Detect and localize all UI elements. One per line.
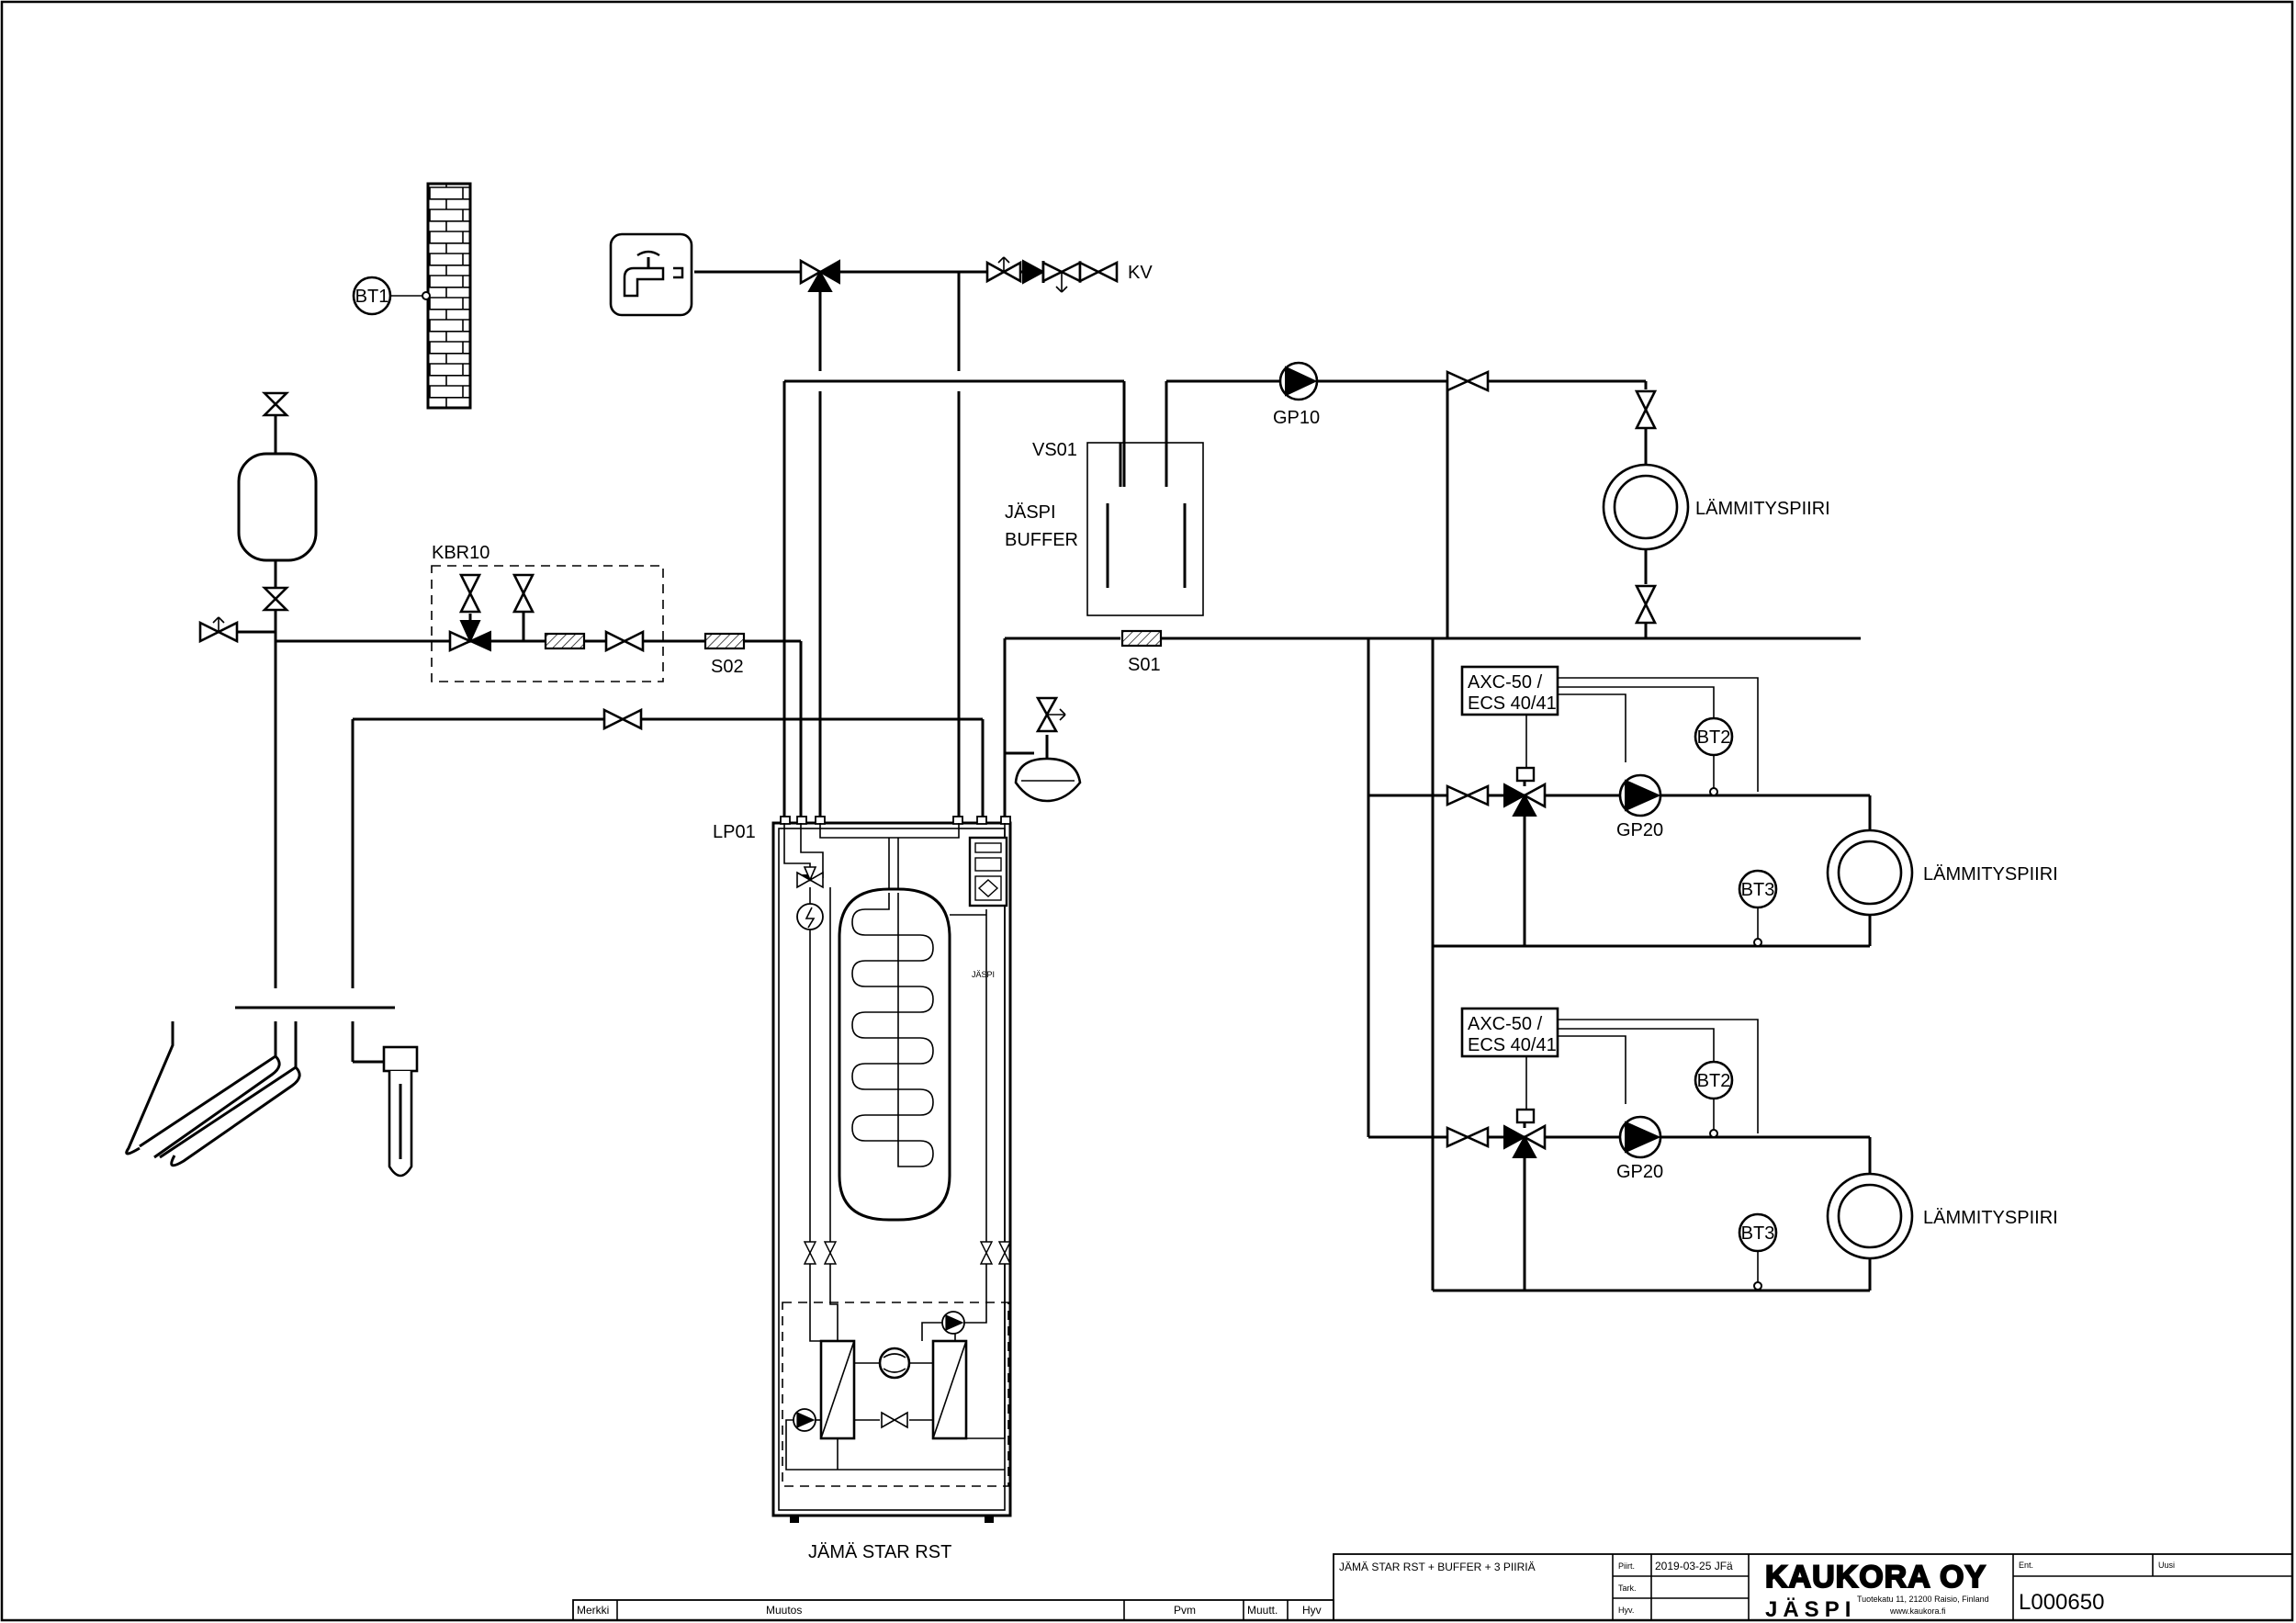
- brine-safety-valve: [198, 616, 239, 644]
- refrigerant-circuit: [785, 1264, 1006, 1471]
- dhw-tank: [838, 887, 986, 1222]
- rev-muutos: Muutos: [766, 1604, 802, 1617]
- hyv-label: Hyv.: [1618, 1606, 1634, 1615]
- drawing-number: L000650: [2019, 1590, 2104, 1615]
- kv-label: KV: [1128, 263, 1153, 283]
- brand-logo: JÄSPI: [1765, 1597, 1856, 1622]
- unit-brand-label: JÄSPI: [972, 970, 995, 979]
- circuit1-valve-bottom: [1634, 584, 1658, 625]
- heating-circuit-2-label: LÄMMITYSPIIRI: [1923, 864, 2058, 885]
- controller-3-line1: AXC-50 /: [1468, 1014, 1543, 1034]
- kbr10-fill-valve: [448, 573, 645, 653]
- rev-muutt: Muutt.: [1247, 1604, 1277, 1617]
- gp10-label: GP10: [1273, 408, 1320, 428]
- tap-icon: [609, 232, 693, 317]
- circuit3-shutoff-valve: [1446, 1125, 1490, 1149]
- buffer-label-2: BUFFER: [1005, 530, 1078, 550]
- s01-label: S01: [1128, 655, 1161, 675]
- vs01-label: VS01: [1032, 440, 1077, 460]
- outdoor-wall: [426, 182, 472, 410]
- unit-control-panel: [968, 836, 1008, 907]
- pump-gp20-circuit2: [1618, 773, 1662, 817]
- kbr10-group: [431, 565, 664, 682]
- controller-2: AXC-50 / ECS 40/41: [1460, 665, 1559, 716]
- circuit2-shutoff-valve: [1446, 783, 1490, 807]
- rev-merkki: Merkki: [577, 1604, 609, 1617]
- date-author: 2019-03-25 JFä: [1655, 1560, 1733, 1572]
- heating-circuit-1-label: LÄMMITYSPIIRI: [1695, 499, 1830, 519]
- dhw-mixing-valve: [799, 258, 840, 292]
- pump-gp20-circuit3: [1618, 1115, 1662, 1159]
- revision-table: Merkki Muutos Pvm Muutt. Hyv: [572, 1599, 1334, 1621]
- title-block: JÄMÄ STAR RST + BUFFER + 3 PIIRIÄ Piirt.…: [1333, 1553, 2293, 1622]
- heating-expansion-vessel: [1005, 696, 1082, 803]
- rev-pvm: Pvm: [1174, 1604, 1196, 1617]
- heating-circuit-3: [1826, 1172, 1914, 1260]
- uusi-label: Uusi: [2158, 1561, 2175, 1570]
- heating-circuit-2: [1826, 828, 1914, 917]
- drawing-title: JÄMÄ STAR RST + BUFFER + 3 PIIRIÄ: [1339, 1561, 1536, 1573]
- strainer-s01: [1120, 629, 1163, 648]
- controller-3: AXC-50 / ECS 40/41: [1460, 1007, 1559, 1058]
- heating-circuit-3-label: LÄMMITYSPIIRI: [1923, 1208, 2058, 1228]
- strainer-s02: [703, 632, 746, 650]
- pump-gp10: [1278, 361, 1319, 401]
- unit-name-label: JÄMÄ STAR RST: [808, 1542, 951, 1562]
- rev-hyv: Hyv: [1302, 1604, 1322, 1617]
- bt2-circuit2: BT2: [1694, 716, 1734, 757]
- brine-shutoff-valve: [602, 707, 643, 731]
- controller-3-line2: ECS 40/41: [1468, 1035, 1557, 1055]
- ground-probe: [351, 1021, 419, 1178]
- circuit2-mixing-valve: [1503, 766, 1547, 817]
- buffer-label-1: JÄSPI: [1005, 502, 1056, 523]
- s02-label: S02: [711, 657, 744, 677]
- tark-label: Tark.: [1618, 1584, 1637, 1593]
- bt3-circuit3: BT3: [1738, 1212, 1778, 1253]
- buffer-tank-vs01: [1086, 381, 1204, 616]
- kbr10-label: KBR10: [432, 543, 490, 563]
- gp10-circuit-valve: [1446, 369, 1490, 393]
- company-name: KAUKORA OY: [1765, 1560, 1986, 1595]
- bt1-label: BT1: [355, 287, 389, 307]
- bt3-circuit2-label: BT3: [1741, 880, 1775, 900]
- heating-circuit-1: [1602, 463, 1690, 551]
- bt3-circuit3-label: BT3: [1741, 1223, 1775, 1244]
- circuit1-valve-top: [1634, 389, 1658, 430]
- gp20-circuit3-label: GP20: [1616, 1162, 1663, 1182]
- brine-expansion-vessel: [237, 391, 318, 630]
- controller-2-line2: ECS 40/41: [1468, 693, 1557, 714]
- bt3-circuit2: BT3: [1738, 869, 1778, 909]
- ground-collector-loops: [125, 1021, 301, 1167]
- piir-label: Piirt.: [1618, 1561, 1635, 1571]
- bt2-circuit3-label: BT2: [1697, 1071, 1731, 1091]
- cold-water-inlet-assembly: [985, 256, 1119, 293]
- gp20-circuit2-label: GP20: [1616, 820, 1663, 840]
- company-website: www.kaukora.fi: [1889, 1606, 1946, 1616]
- lp01-label: LP01: [713, 822, 756, 842]
- company-address: Tuotekatu 11, 21200 Raisio, Finland: [1857, 1595, 1989, 1604]
- ent-label: Ent.: [2019, 1561, 2033, 1570]
- bt2-circuit2-label: BT2: [1697, 727, 1731, 748]
- circuit3-mixing-valve: [1503, 1108, 1547, 1158]
- outdoor-sensor-bt1: BT1: [352, 276, 392, 316]
- refrigerant-module: [782, 1302, 1009, 1487]
- controller-2-line1: AXC-50 /: [1468, 672, 1543, 693]
- bt2-circuit3: BT2: [1694, 1060, 1734, 1100]
